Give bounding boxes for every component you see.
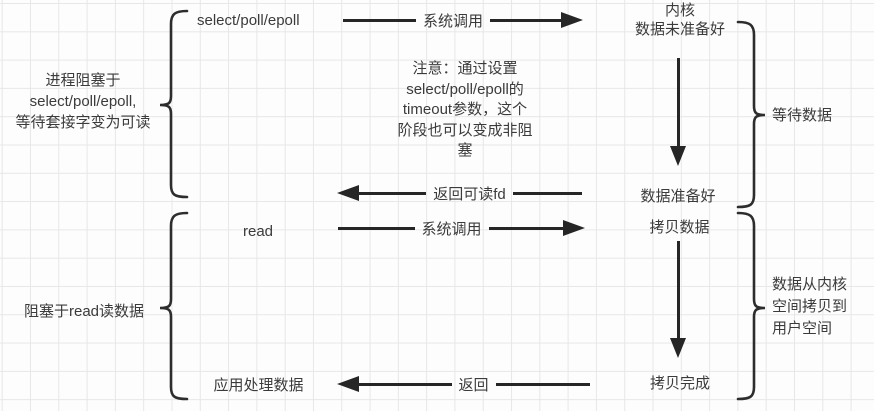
arrow-copying [669,241,687,358]
arrow-line [488,226,566,230]
arrow-line [495,382,591,386]
node-app-process-data: 应用处理数据 [213,377,304,394]
arrow-line [490,18,564,22]
arrow-label-return-2: 返回 [458,376,489,394]
node-copy-data: 拷贝数据 [649,219,710,236]
arrow-label-syscall-2: 系统调用 [421,220,482,238]
right-brace-phase1 [736,20,766,209]
node-copy-done: 拷贝完成 [649,375,710,392]
arrowhead-left-icon [337,376,359,392]
arrow-line [338,226,415,230]
label-blocked-on-read: 阻塞于read读数据 [23,303,145,320]
arrow-syscall-1: 系统调用 [343,9,584,31]
arrow-syscall-2: 系统调用 [338,217,586,239]
node-data-ready: 数据准备好 [640,188,716,205]
arrow-line [676,241,680,340]
label-copy-kernel-to-user: 数据从内核 空间拷贝到 用户空间 [772,276,848,337]
arrow-label-return-fd: 返回可读fd [433,185,506,203]
arrowhead-down-icon [670,338,686,358]
node-read: read [242,223,274,240]
arrowhead-right-icon [563,220,586,236]
arrowhead-right-icon [561,12,584,28]
left-brace-phase1 [159,9,189,199]
arrow-line [357,191,427,195]
arrowhead-left-icon [337,185,359,201]
arrow-line [676,58,680,148]
arrowhead-down-icon [670,146,686,166]
arrow-label-syscall-1: 系统调用 [423,12,484,30]
arrow-return-2: 返回 [337,373,591,395]
left-brace-phase2 [159,211,189,401]
arrow-line [343,18,416,22]
arrow-line [512,191,583,195]
right-brace-phase2 [736,211,766,401]
arrow-return-fd: 返回可读fd [337,182,583,204]
arrow-wait-data [669,58,687,166]
node-select-poll-epoll: select/poll/epoll [197,12,300,29]
note-timeout: 注意：通过设置 select/poll/epoll的 timeout参数，这个 … [397,60,533,159]
node-kernel-not-ready: 内核 数据未准备好 [634,2,725,38]
arrow-line [357,382,452,386]
label-process-blocked: 进程阻塞于 select/poll/epoll, 等待套接字变为可读 [15,72,151,131]
label-waiting-data: 等待数据 [772,107,833,124]
